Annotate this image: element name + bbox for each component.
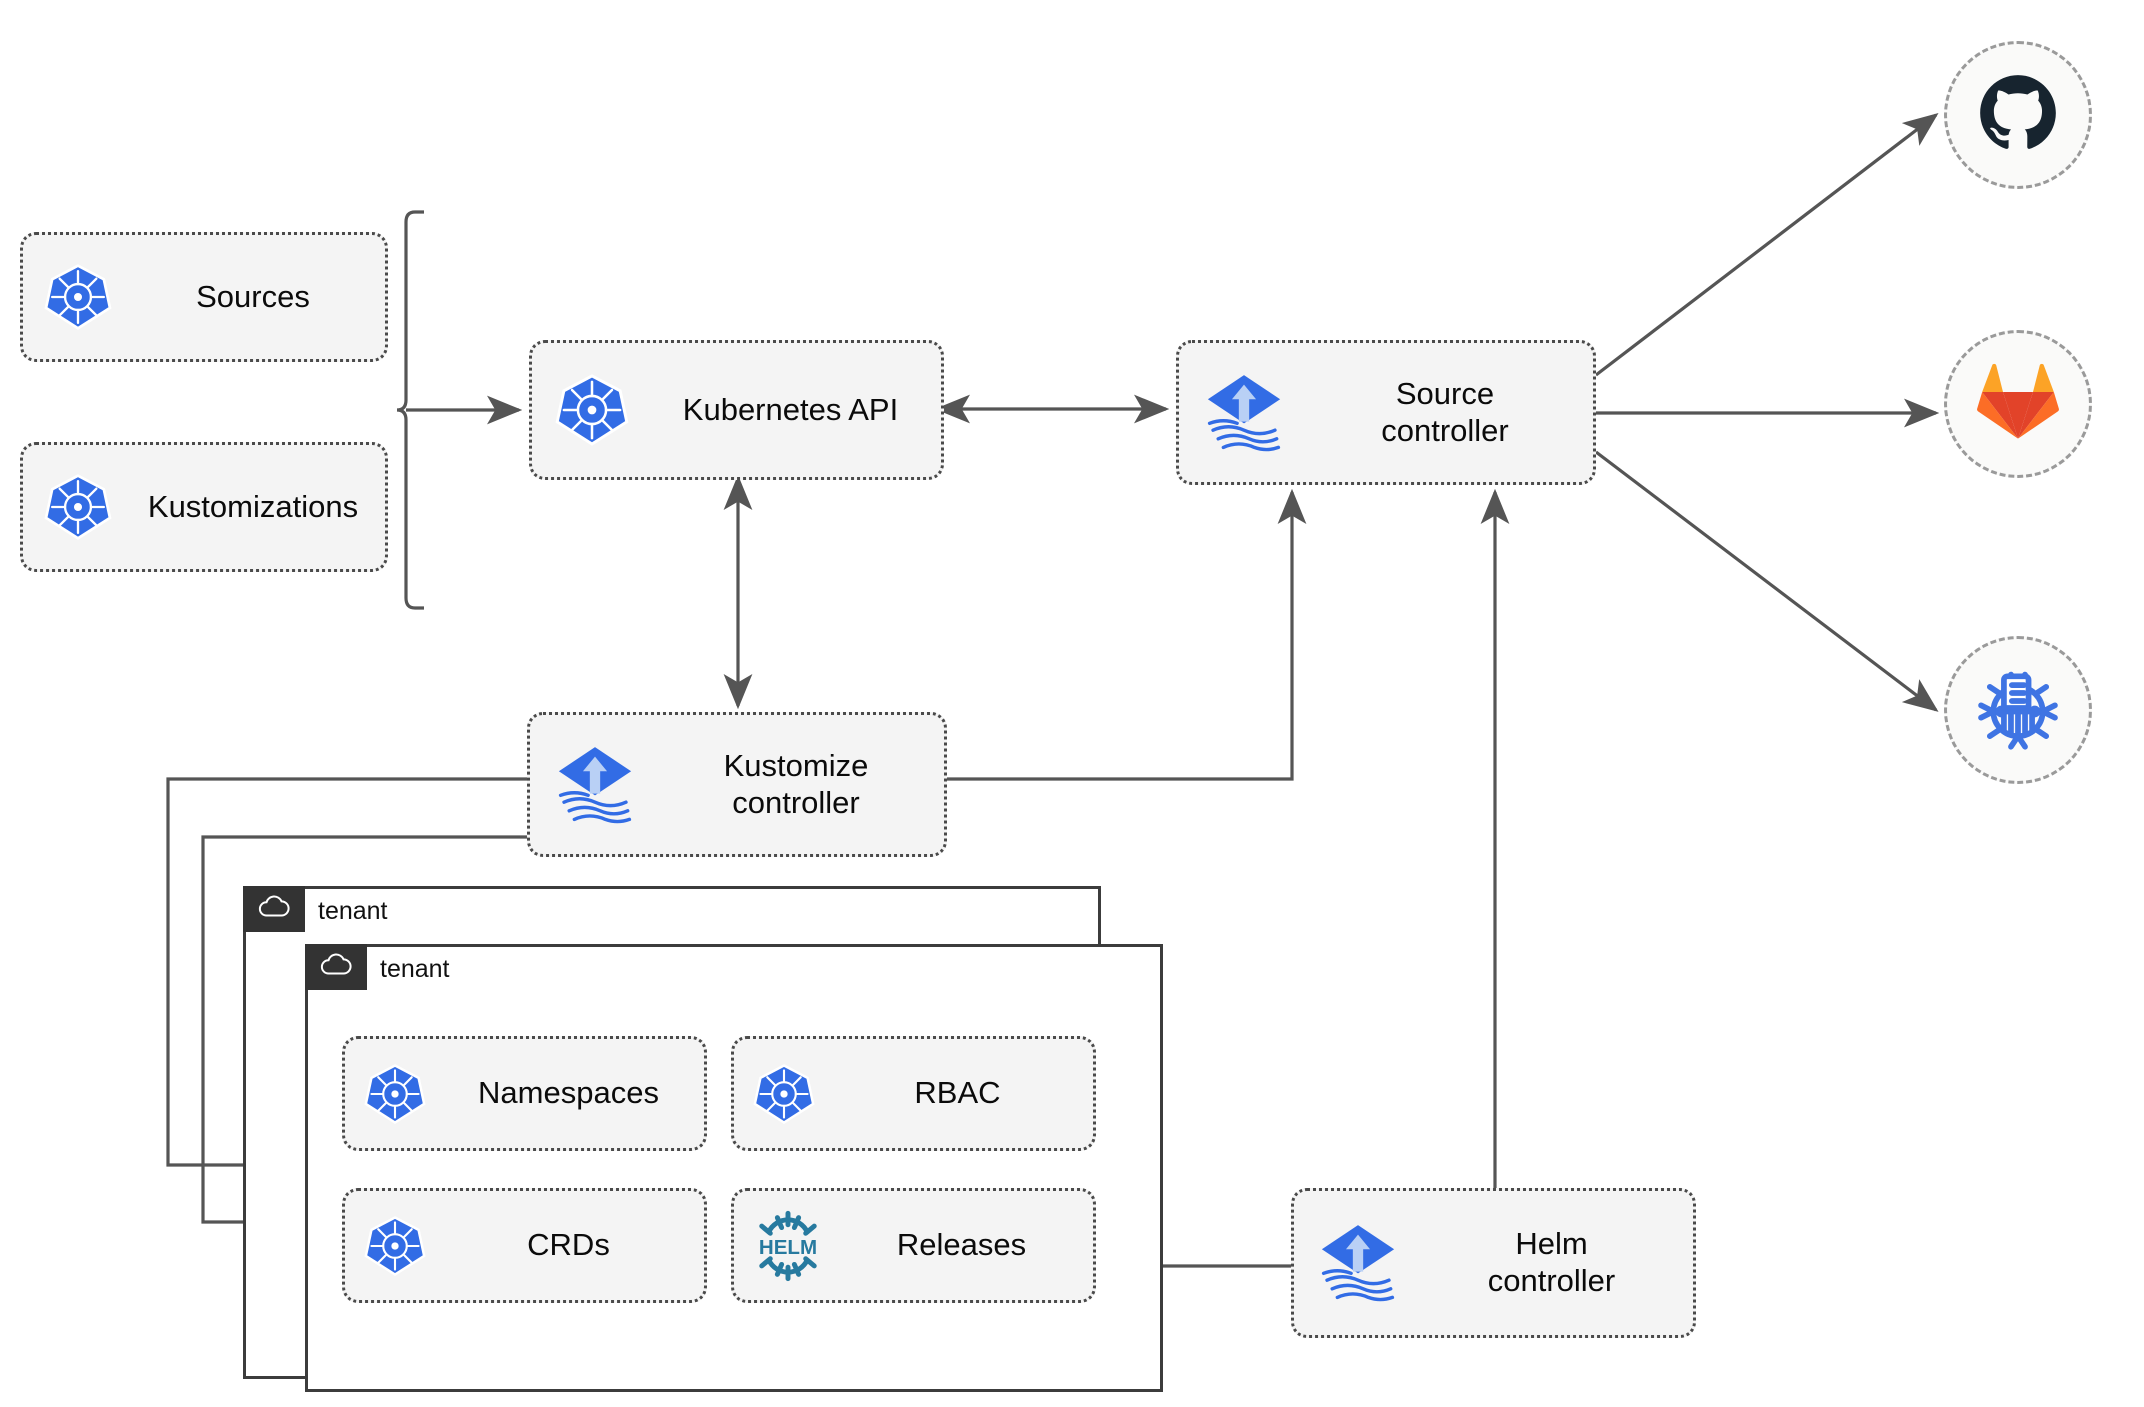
tenant-resource-rbac[interactable]: RBAC	[731, 1036, 1096, 1151]
helm-controller-node[interactable]: Helm controller	[1291, 1188, 1696, 1338]
edge-source-to-github	[1595, 113, 1939, 377]
service-github[interactable]	[1944, 41, 2092, 189]
kubernetes-icon	[23, 473, 133, 541]
cloud-icon	[320, 953, 352, 982]
kubernetes-api-node[interactable]: Kubernetes API	[529, 340, 944, 480]
group-bracket	[396, 210, 424, 610]
gitlab-icon	[1976, 362, 2060, 447]
github-icon	[1975, 70, 2061, 161]
tenant-resource-namespaces[interactable]: Namespaces	[342, 1036, 707, 1151]
source-controller-label: Source controller	[1381, 375, 1509, 448]
svg-text:HELM: HELM	[759, 1235, 817, 1258]
flux-icon	[1294, 1220, 1422, 1306]
kubernetes-api-label: Kubernetes API	[682, 391, 899, 427]
edge-kustomize-to-source	[947, 488, 1307, 781]
tenant-resource-label: RBAC	[914, 1075, 1001, 1111]
flux-icon	[530, 742, 660, 828]
tenant-resource-releases[interactable]: HELM Releases	[731, 1188, 1096, 1303]
kubernetes-icon	[345, 1215, 445, 1277]
kustomize-controller-node[interactable]: Kustomize controller	[527, 712, 947, 857]
tenant-resource-label: Namespaces	[478, 1075, 659, 1111]
tenant-resource-label: CRDs	[527, 1227, 610, 1263]
resource-node-kustomizations[interactable]: Kustomizations	[20, 442, 388, 572]
flux-icon	[1179, 370, 1309, 456]
service-helm-repository[interactable]	[1944, 636, 2092, 784]
tenant-frame-inner	[305, 944, 1163, 1392]
resource-node-sources[interactable]: Sources	[20, 232, 388, 362]
edge-source-to-helm-repos	[1595, 450, 1939, 712]
tenant-label-inner: tenant	[380, 955, 450, 983]
tenant-label-outer: tenant	[318, 897, 388, 925]
helm-icon: HELM	[734, 1210, 842, 1282]
resource-label: Sources	[196, 278, 310, 314]
tenant-resource-crds[interactable]: CRDs	[342, 1188, 707, 1303]
kubernetes-icon	[23, 263, 133, 331]
tenant-resource-label: Releases	[896, 1227, 1027, 1263]
kustomize-controller-label: Kustomize controller	[723, 747, 869, 820]
kubernetes-icon	[345, 1063, 445, 1125]
source-controller-node[interactable]: Source controller	[1176, 340, 1596, 485]
resource-label: Kustomizations	[147, 488, 359, 524]
kubernetes-icon	[734, 1063, 834, 1125]
cloud-icon	[258, 895, 290, 924]
tenant-tab-inner	[305, 944, 367, 990]
tenant-tab-outer	[243, 886, 305, 932]
helm-repository-icon	[1974, 664, 2062, 757]
kubernetes-icon	[532, 373, 652, 447]
helm-controller-label: Helm controller	[1487, 1226, 1616, 1298]
service-gitlab[interactable]	[1944, 330, 2092, 478]
